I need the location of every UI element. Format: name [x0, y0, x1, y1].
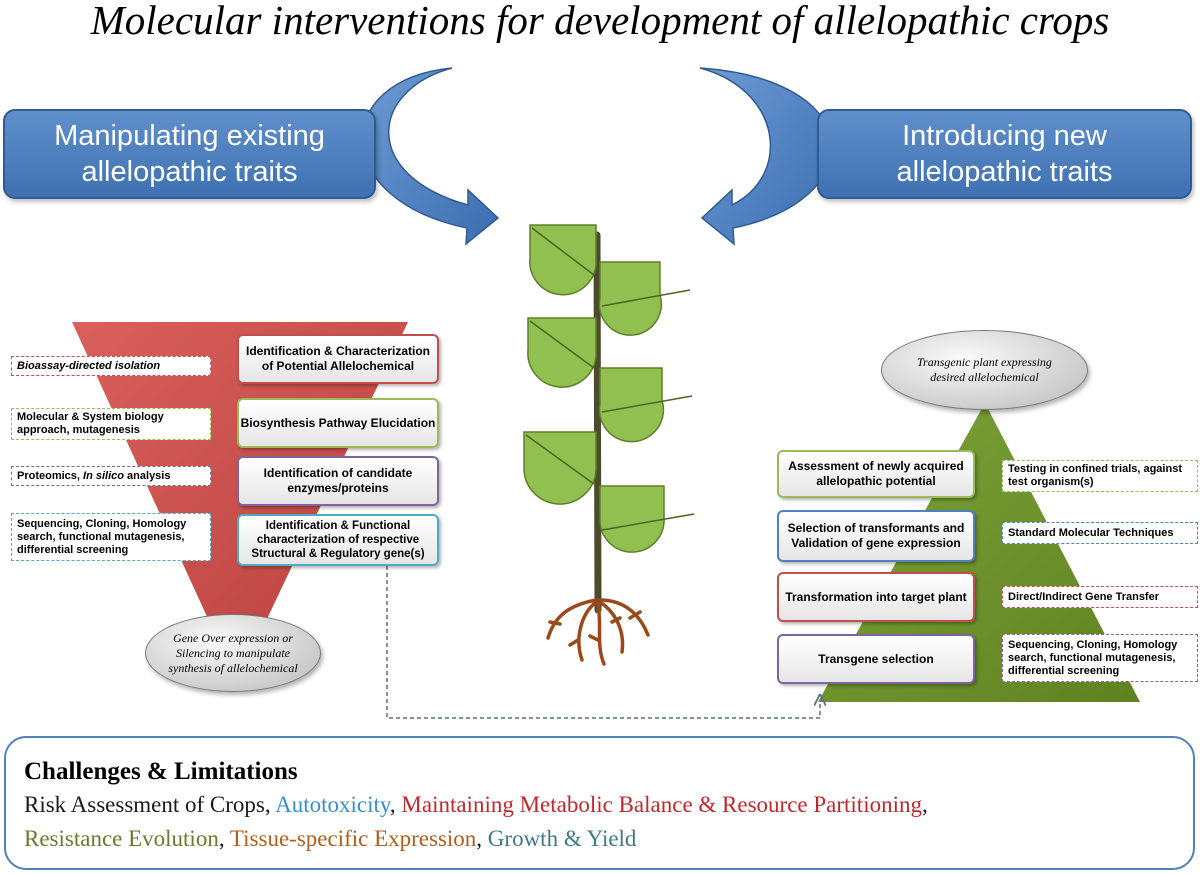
transgenic-plant-oval: Transgenic plant expressing desired alle…: [881, 330, 1088, 410]
leaf-icon: [529, 224, 597, 296]
challenges-line-1: Risk Assessment of Crops, Autotoxicity, …: [24, 788, 1193, 822]
challenge-segment: ,: [476, 826, 488, 851]
note-testing-trials: Testing in confined trials, against test…: [1002, 460, 1198, 492]
note-gene-transfer: Direct/Indirect Gene Transfer: [1002, 586, 1198, 608]
challenge-segment: Resistance Evolution: [24, 826, 219, 851]
step-transformation: Transformation into target plant: [777, 572, 975, 622]
challenge-segment: Maintaining Metabolic Balance & Resource…: [401, 792, 922, 817]
roots-icon: [546, 598, 650, 666]
step-assessment-potential: Assessment of newly acquired allelopathi…: [777, 450, 975, 498]
left-curved-arrow: [361, 67, 500, 246]
step-biosynthesis-pathway: Biosynthesis Pathway Elucidation: [237, 398, 439, 448]
challenges-title: Challenges & Limitations: [24, 758, 298, 785]
green-triangle: [818, 403, 1140, 702]
challenge-segment: Growth & Yield: [487, 826, 637, 851]
challenge-segment: Tissue-specific Expression: [229, 826, 477, 851]
leaf-icon: [598, 367, 693, 443]
note-molecular-system-biology: Molecular & System biology approach, mut…: [11, 408, 211, 440]
right-curved-arrow: [699, 67, 833, 246]
gene-overexpression-oval: Gene Over expression or Silencing to man…: [145, 614, 321, 692]
leaf-icon: [527, 317, 597, 388]
page-title: Molecular interventions for development …: [90, 0, 1110, 43]
challenge-segment: ,: [389, 792, 402, 817]
step-functional-characterization: Identification & Functional characteriza…: [237, 514, 439, 566]
challenge-segment: Risk Assessment of Crops,: [24, 792, 276, 817]
challenges-line-2: Resistance Evolution, Tissue-specific Ex…: [24, 822, 1193, 856]
challenge-segment: Autotoxicity: [275, 792, 390, 817]
step-selection-transformants: Selection of transformants and Validatio…: [777, 510, 975, 562]
step-identification-allelochemical: Identification & Characterization of Pot…: [237, 334, 439, 384]
leaf-icon: [523, 431, 597, 505]
note-sequencing-right: Sequencing, Cloning, Homology search, fu…: [1002, 634, 1198, 682]
challenge-segment: ,: [218, 826, 230, 851]
plant-illustration: [523, 224, 695, 666]
note-standard-techniques: Standard Molecular Techniques: [1002, 522, 1198, 544]
step-transgene-selection: Transgene selection: [777, 634, 975, 684]
step-candidate-enzymes: Identification of candidate enzymes/prot…: [237, 456, 439, 506]
challenge-segment: ,: [921, 792, 928, 817]
note-sequencing-left: Sequencing, Cloning, Homology search, fu…: [11, 513, 211, 561]
note-bioassay: Bioassay-directed isolation: [11, 356, 211, 376]
note-proteomics: Proteomics, In silico analysis: [11, 466, 211, 486]
leaf-icon: [598, 261, 691, 336]
challenges-limitations-box: Challenges & Limitations Risk Assessment…: [4, 736, 1195, 870]
dashed-connector: [386, 566, 820, 719]
leaf-icon: [599, 485, 695, 553]
